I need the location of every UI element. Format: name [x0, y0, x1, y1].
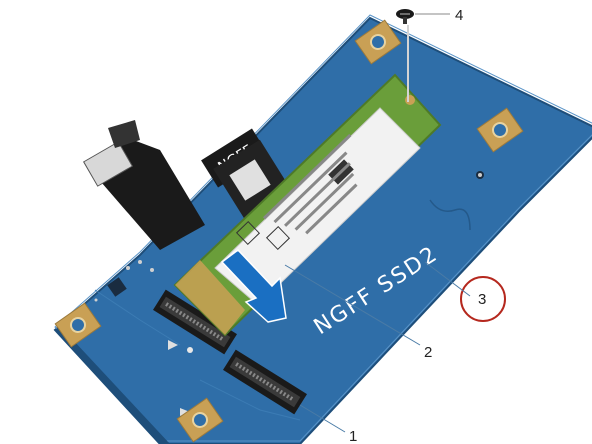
mounting-tabs — [54, 19, 524, 443]
triangle-mark — [180, 408, 190, 416]
ssd-label-fineprint — [262, 133, 358, 235]
mounting-tab — [354, 19, 402, 65]
insert-direction-arrow — [220, 248, 287, 323]
screw-icon — [396, 9, 414, 24]
leader-lines — [284, 13, 471, 433]
m2-connector-slot — [153, 289, 237, 355]
highlight-circle — [460, 276, 506, 322]
callout-number-2: 2 — [424, 344, 432, 361]
callout-number-4: 4 — [455, 7, 463, 24]
m2-connector-slot — [223, 349, 307, 415]
mounting-tab — [176, 397, 224, 443]
triangle-mark — [168, 340, 178, 350]
cable-plug — [82, 141, 134, 187]
mounting-tab — [54, 302, 102, 348]
callout-number-3: 3 — [478, 291, 486, 308]
callout-number-1: 1 — [349, 428, 357, 444]
mounting-tab — [476, 107, 524, 153]
